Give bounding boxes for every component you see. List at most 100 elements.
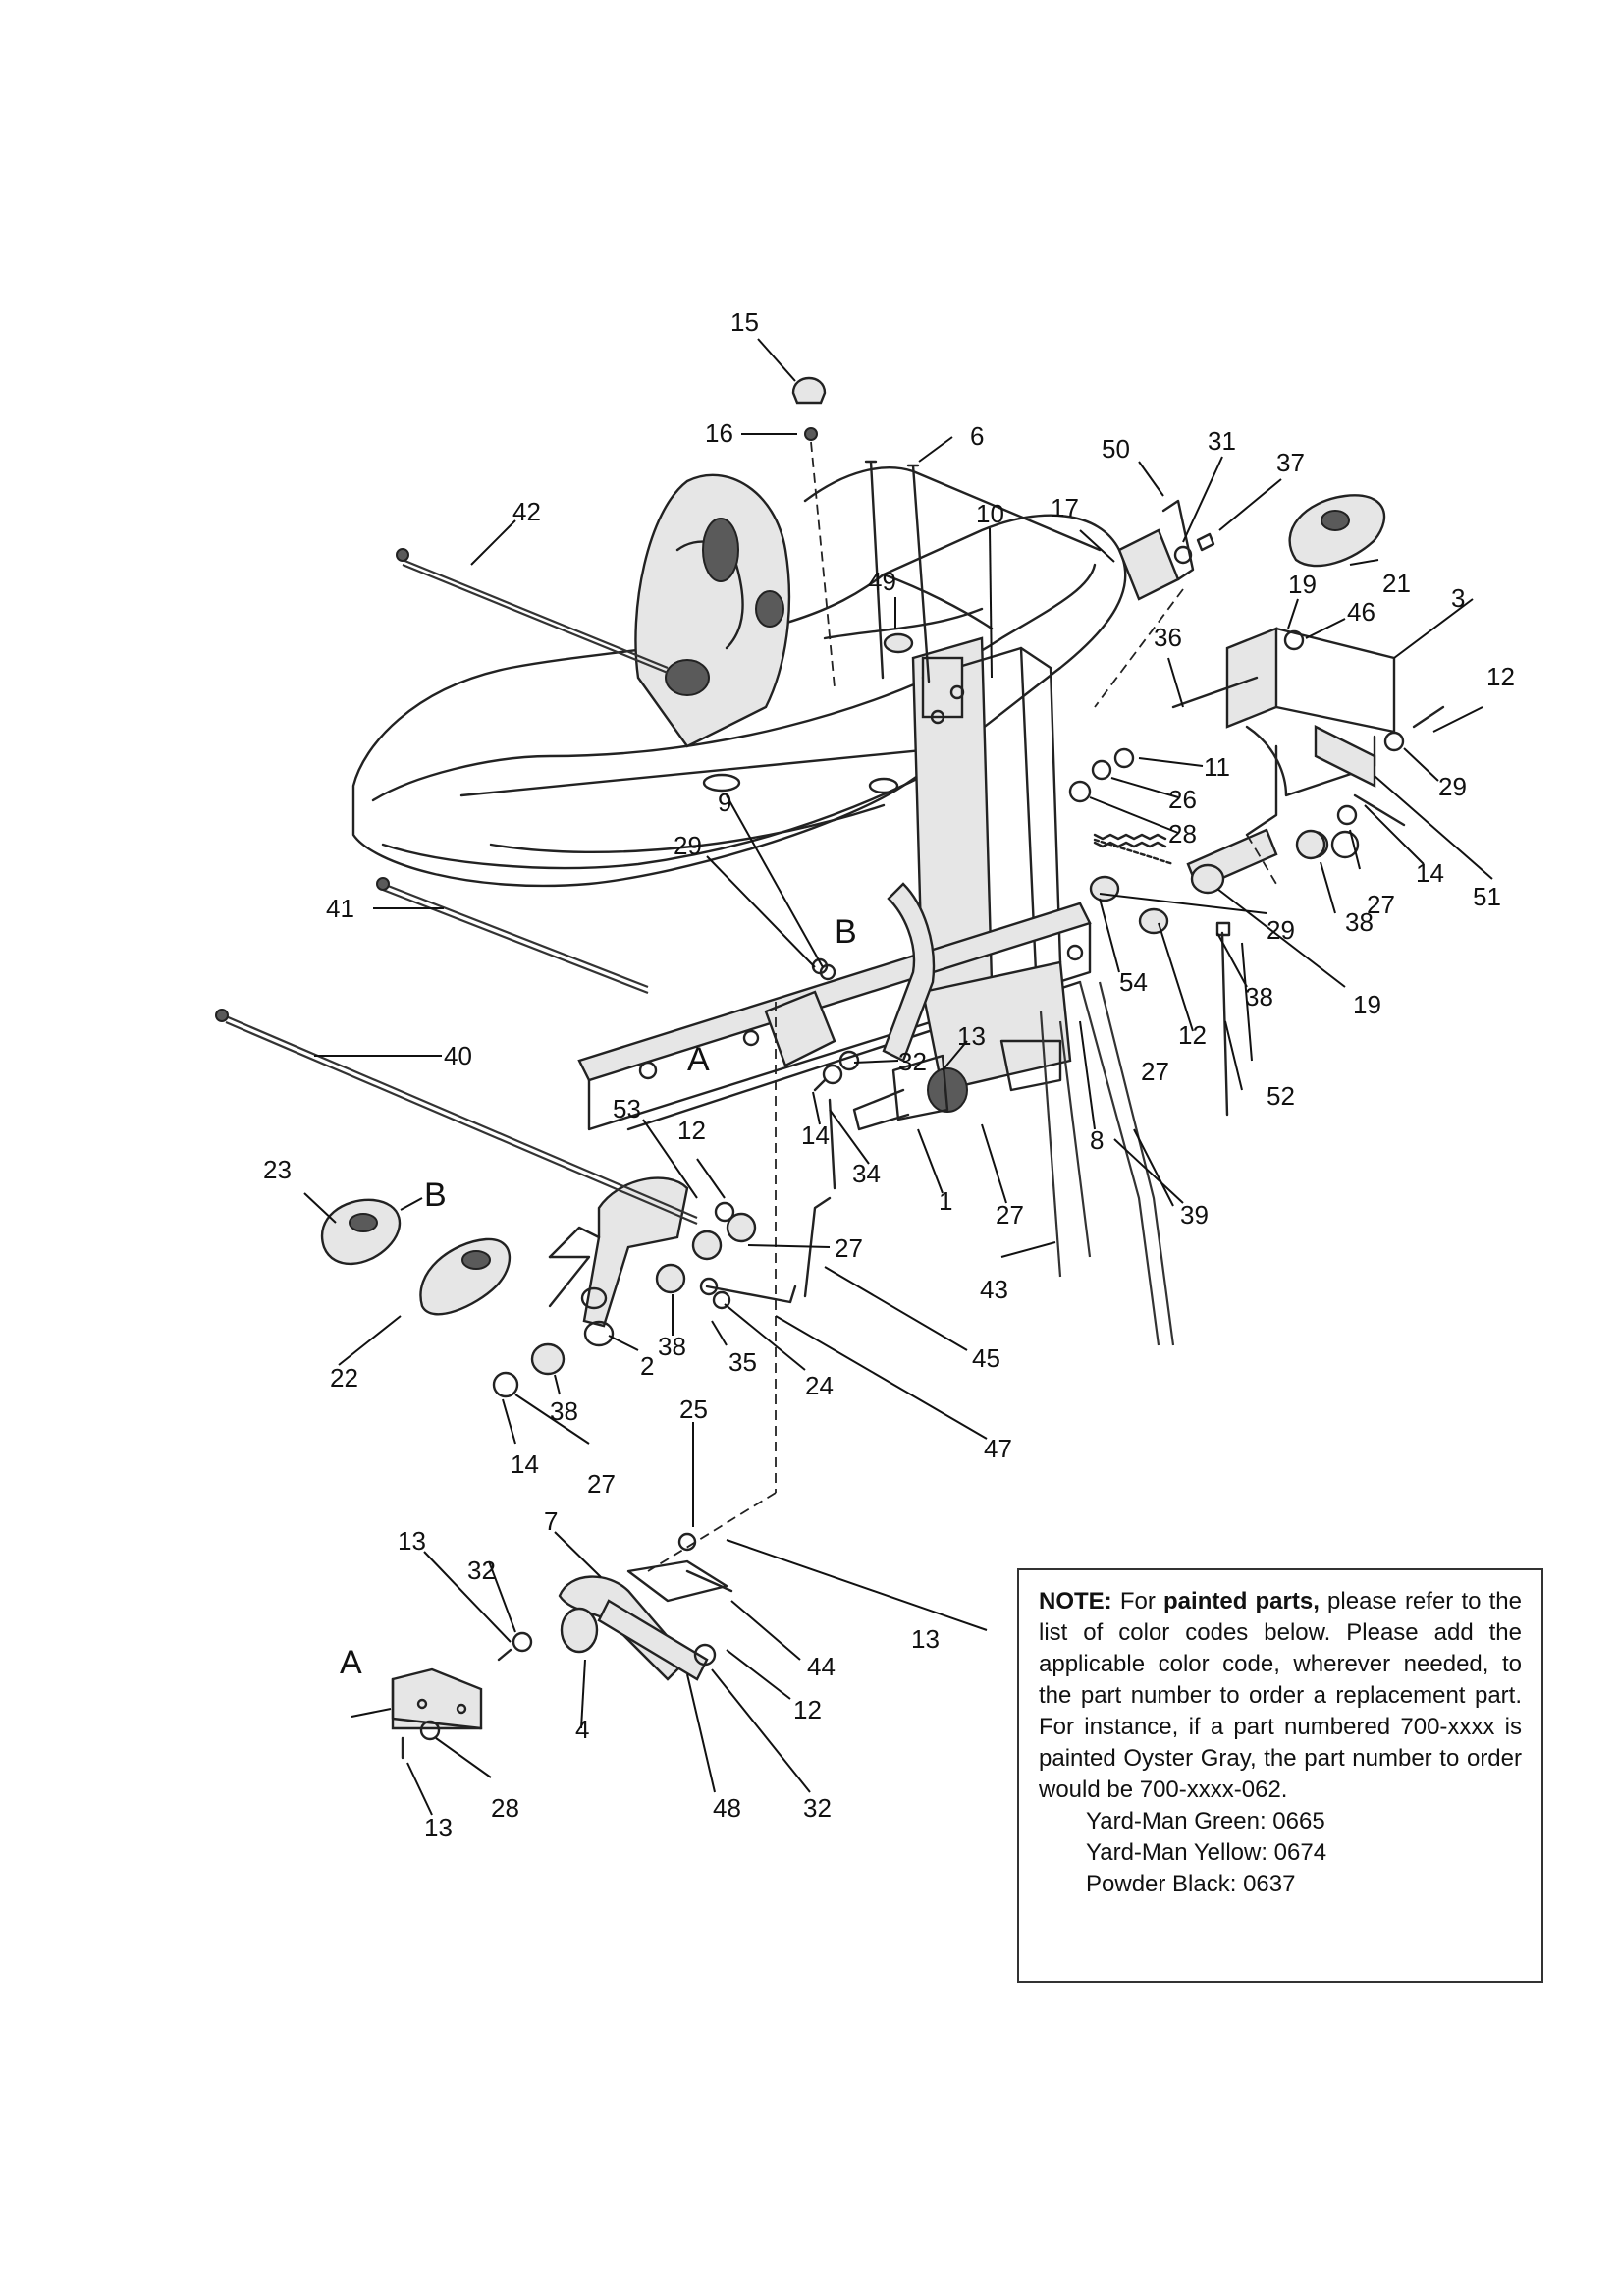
callout-27: 27 — [1367, 890, 1395, 919]
callout-51: 51 — [1473, 882, 1501, 911]
reference-letters: A A B B — [340, 913, 857, 1681]
callout-32-b: 32 — [467, 1556, 496, 1585]
left-hardware — [764, 957, 860, 1092]
letter-b-lower: B — [424, 1176, 447, 1214]
callout-16: 16 — [705, 418, 733, 448]
callout-48: 48 — [713, 1793, 741, 1823]
callout-13: 13 — [957, 1021, 986, 1051]
spring-coil — [1093, 833, 1167, 848]
grip-23 — [320, 1198, 402, 1266]
callout-29-c: 29 — [1267, 915, 1295, 945]
note-body: please refer to the list of color codes … — [1039, 1588, 1522, 1803]
callout-32-c: 32 — [803, 1793, 832, 1823]
note-intro: For — [1119, 1588, 1156, 1614]
callout-53: 53 — [613, 1094, 641, 1123]
callout-12-c: 12 — [677, 1116, 706, 1145]
callout-13-d: 13 — [424, 1813, 453, 1842]
callout-29: 29 — [1438, 772, 1467, 801]
callout-12-b: 12 — [1178, 1020, 1207, 1050]
callout-7: 7 — [544, 1506, 558, 1536]
callout-46: 46 — [1347, 597, 1375, 627]
callout-numbers: 15 16 6 50 31 37 42 10 17 49 21 19 46 3 … — [263, 307, 1515, 1842]
callout-19: 19 — [1288, 570, 1317, 599]
callout-41: 41 — [326, 894, 354, 923]
callout-26: 26 — [1168, 785, 1197, 814]
lower-lever-assembly — [497, 1532, 733, 1681]
callout-39: 39 — [1180, 1200, 1209, 1230]
callout-22: 22 — [330, 1363, 358, 1393]
rod-45-47 — [705, 1098, 836, 1304]
callout-23: 23 — [263, 1155, 292, 1184]
callout-17: 17 — [1051, 493, 1079, 522]
callout-10: 10 — [976, 499, 1004, 528]
callout-36: 36 — [1154, 623, 1182, 652]
top-hardware — [791, 376, 1445, 1117]
letter-b-upper: B — [835, 913, 857, 951]
painted-parts-note: NOTE: For painted parts, please refer to… — [1017, 1568, 1543, 1983]
middle-bushings — [492, 1201, 757, 1398]
callout-54: 54 — [1119, 967, 1148, 997]
callout-28-b: 28 — [491, 1793, 519, 1823]
callout-15: 15 — [730, 307, 759, 337]
callout-12-d: 12 — [793, 1695, 822, 1724]
callout-21: 21 — [1382, 569, 1411, 598]
letter-a-lower: A — [340, 1644, 362, 1681]
center-column — [911, 636, 1062, 1004]
callout-52: 52 — [1267, 1081, 1295, 1111]
callout-31: 31 — [1208, 426, 1236, 456]
bracket-A — [391, 1667, 483, 1760]
callout-8: 8 — [1090, 1125, 1104, 1155]
callout-27-b: 27 — [1141, 1057, 1169, 1086]
callout-44: 44 — [807, 1652, 836, 1681]
callout-4: 4 — [575, 1715, 589, 1744]
callout-28: 28 — [1168, 819, 1197, 848]
handle-panel-frame — [351, 466, 1127, 888]
right-bracket — [1225, 627, 1396, 837]
callout-47: 47 — [984, 1434, 1012, 1463]
callout-27-d: 27 — [835, 1233, 863, 1263]
callout-14-c: 14 — [511, 1449, 539, 1479]
callout-3: 3 — [1451, 583, 1465, 613]
grip-22 — [419, 1237, 511, 1316]
callout-38-d: 38 — [550, 1396, 578, 1426]
callout-45: 45 — [972, 1343, 1000, 1373]
callout-34: 34 — [852, 1159, 881, 1188]
color-code-green: Yard-Man Green: 0665 — [1086, 1808, 1325, 1834]
callout-24: 24 — [805, 1371, 834, 1400]
callout-27-c: 27 — [996, 1200, 1024, 1230]
callout-32: 32 — [898, 1047, 927, 1076]
callout-13-c: 13 — [911, 1624, 940, 1654]
letter-a-upper: A — [687, 1041, 710, 1078]
color-code-black: Powder Black: 0637 — [1086, 1871, 1296, 1897]
callout-2: 2 — [640, 1351, 654, 1381]
callout-13-b: 13 — [398, 1526, 426, 1556]
callout-27-e: 27 — [587, 1469, 616, 1499]
callout-12: 12 — [1486, 662, 1515, 691]
callout-14: 14 — [1416, 858, 1444, 888]
callout-38-c: 38 — [658, 1332, 686, 1361]
note-heading: NOTE: — [1039, 1588, 1112, 1614]
callout-38-b: 38 — [1245, 982, 1273, 1011]
callout-42: 42 — [512, 497, 541, 526]
callout-1: 1 — [939, 1186, 952, 1216]
callout-35: 35 — [728, 1347, 757, 1377]
leader-lines — [303, 338, 1493, 1816]
cables — [215, 548, 1175, 1346]
shift-lever — [852, 882, 949, 1131]
note-emphasis: painted parts, — [1163, 1588, 1320, 1614]
callout-37: 37 — [1276, 448, 1305, 477]
callout-29-b: 29 — [674, 831, 702, 860]
lever-arm-2 — [548, 1176, 689, 1347]
callout-19-b: 19 — [1353, 990, 1381, 1019]
callout-50: 50 — [1102, 434, 1130, 464]
callout-40: 40 — [444, 1041, 472, 1070]
callout-25: 25 — [679, 1394, 708, 1424]
callout-14-b: 14 — [801, 1121, 830, 1150]
assembly-lines — [548, 441, 1277, 1572]
callout-38: 38 — [1345, 907, 1374, 937]
callout-43: 43 — [980, 1275, 1008, 1304]
note-paragraph: NOTE: For painted parts, please refer to… — [1039, 1586, 1522, 1806]
callout-9: 9 — [718, 788, 731, 817]
callout-49: 49 — [868, 567, 896, 596]
